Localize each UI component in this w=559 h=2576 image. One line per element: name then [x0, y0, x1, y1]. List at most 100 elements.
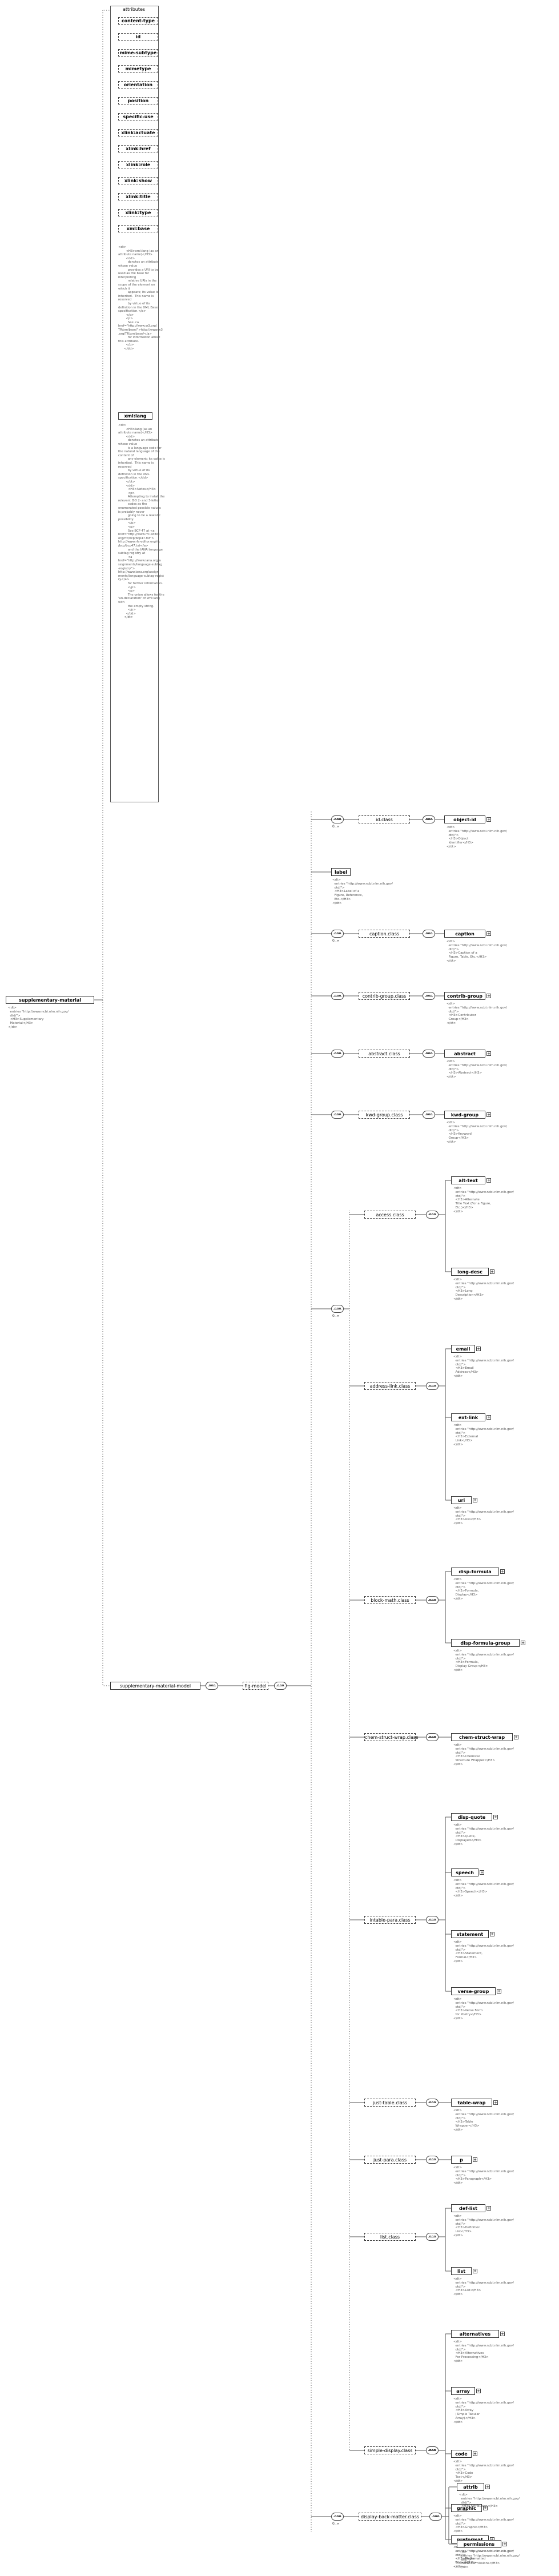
attribute-content-type[interactable]: content-type — [118, 17, 158, 25]
fig-model-box[interactable]: fig-model — [243, 1682, 268, 1690]
group-address-link[interactable]: address-link.class — [364, 1382, 416, 1390]
expand-attrib[interactable]: + — [485, 2485, 490, 2489]
root-element-box[interactable]: supplementary-material — [6, 996, 94, 1004]
element-uri[interactable]: uri — [451, 1496, 472, 1504]
compositor-kwd-group[interactable] — [331, 1111, 344, 1119]
compositor-id-inner[interactable] — [423, 815, 435, 823]
group-contrib-group[interactable]: contrib-group.class — [359, 992, 410, 1000]
group-just-para[interactable]: just-para.class — [364, 2156, 416, 2164]
expand-ext-link[interactable]: + — [486, 1415, 491, 1420]
group-block-math[interactable]: block-math.class — [364, 1596, 416, 1604]
expand-disp-formula[interactable]: + — [500, 1569, 505, 1574]
expand-long-desc[interactable]: + — [490, 1269, 494, 1274]
compositor-caption-inner[interactable] — [423, 930, 435, 938]
compositor-block-math[interactable] — [426, 1596, 439, 1604]
expand-p[interactable]: + — [473, 2157, 477, 2162]
attribute-xlink-show[interactable]: xlink:show — [118, 177, 158, 184]
group-just-table[interactable]: just-table.class — [364, 2099, 416, 2107]
group-chem-struct-wrap[interactable]: chem-struct-wrap.class — [364, 1733, 418, 1741]
attribute-xlink-role[interactable]: xlink:role — [118, 161, 158, 168]
compositor-kwd-group-inner[interactable] — [423, 1111, 435, 1119]
expand-object-id[interactable]: + — [486, 817, 491, 822]
compositor-simple-display[interactable] — [426, 2446, 439, 2454]
attribute-position[interactable]: position — [118, 97, 158, 105]
compositor-display-back-matter[interactable] — [331, 2513, 344, 2521]
compositor-address-link[interactable] — [426, 1382, 439, 1390]
expand-contrib-group[interactable]: + — [486, 994, 491, 998]
compositor-abstract-inner[interactable] — [423, 1050, 435, 1058]
element-alternatives[interactable]: alternatives — [451, 2330, 499, 2338]
element-array[interactable]: array — [451, 2387, 475, 2395]
compositor-contrib-group-inner[interactable] — [423, 992, 435, 1000]
expand-speech[interactable]: + — [480, 1870, 484, 1875]
attribute-xml-base[interactable]: xml:base — [118, 225, 158, 232]
group-intable-para[interactable]: intable-para.class — [364, 1916, 416, 1924]
element-attrib[interactable]: attrib — [457, 2483, 484, 2491]
choice-compositor-main[interactable] — [331, 1305, 344, 1313]
element-abstract[interactable]: abstract — [444, 1050, 485, 1058]
attribute-xml-lang[interactable]: xml:lang — [118, 412, 152, 420]
expand-table-wrap[interactable]: + — [493, 2100, 498, 2105]
element-label[interactable]: label — [331, 868, 351, 876]
expand-disp-formula-group[interactable]: + — [521, 1641, 525, 1645]
compositor-contrib-group[interactable] — [331, 992, 344, 1000]
compositor-abstract[interactable] — [331, 1050, 344, 1058]
expand-verse-group[interactable]: + — [497, 1989, 501, 1994]
element-object-id[interactable]: object-id — [444, 815, 485, 823]
attribute-mimetype[interactable]: mimetype — [118, 65, 158, 73]
group-caption[interactable]: caption.class — [359, 930, 410, 938]
element-speech[interactable]: speech — [451, 1868, 478, 1876]
element-kwd-group[interactable]: kwd-group — [444, 1111, 485, 1119]
element-statement[interactable]: statement — [451, 1930, 489, 1938]
expand-permissions[interactable]: + — [502, 2542, 507, 2546]
expand-code[interactable]: + — [473, 2452, 477, 2456]
expand-alternatives[interactable]: + — [500, 2332, 505, 2336]
attribute-mime-subtype[interactable]: mime-subtype — [118, 49, 158, 57]
element-ext-link[interactable]: ext-link — [451, 1413, 485, 1421]
element-code[interactable]: code — [451, 2450, 472, 2458]
group-kwd-group[interactable]: kwd-group.class — [359, 1111, 410, 1119]
attribute-orientation[interactable]: orientation — [118, 81, 158, 89]
expand-list[interactable]: + — [473, 2269, 477, 2273]
compositor-just-para[interactable] — [426, 2156, 439, 2164]
sequence-compositor-model[interactable] — [206, 1682, 218, 1690]
attribute-xlink-title[interactable]: xlink:title — [118, 193, 158, 200]
element-graphic[interactable]: graphic — [451, 2504, 482, 2512]
attribute-xlink-actuate[interactable]: xlink:actuate — [118, 129, 158, 136]
element-table-wrap[interactable]: table-wrap — [451, 2099, 492, 2107]
group-id[interactable]: id.class — [359, 815, 410, 823]
expand-array[interactable]: + — [476, 2389, 481, 2393]
compositor-just-table[interactable] — [426, 2099, 439, 2107]
element-contrib-group[interactable]: contrib-group — [444, 992, 485, 1000]
compositor-list[interactable] — [426, 2233, 439, 2241]
expand-chem-struct-wrap[interactable]: + — [514, 1735, 518, 1739]
element-email[interactable]: email — [451, 1345, 475, 1353]
element-disp-formula-group[interactable]: disp-formula-group — [451, 1639, 520, 1647]
element-list[interactable]: list — [451, 2267, 472, 2275]
group-display-back-matter[interactable]: display-back-matter.class — [359, 2513, 421, 2521]
expand-abstract[interactable]: + — [486, 1051, 491, 1056]
element-disp-formula[interactable]: disp-formula — [451, 1568, 499, 1576]
compositor-chem-struct-wrap[interactable] — [426, 1733, 439, 1741]
element-alt-text[interactable]: alt-text — [451, 1176, 485, 1184]
expand-email[interactable]: + — [476, 1347, 481, 1351]
sequence-compositor-fig[interactable] — [274, 1682, 287, 1690]
expand-uri[interactable]: + — [473, 1498, 477, 1502]
expand-def-list[interactable]: + — [486, 2206, 491, 2211]
group-access[interactable]: access.class — [364, 1211, 416, 1219]
attribute-xlink-href[interactable]: xlink:href — [118, 145, 158, 152]
element-p[interactable]: p — [451, 2156, 472, 2164]
element-disp-quote[interactable]: disp-quote — [451, 1813, 492, 1821]
element-caption[interactable]: caption — [444, 930, 485, 938]
group-list[interactable]: list.class — [364, 2233, 416, 2241]
expand-caption[interactable]: + — [486, 931, 491, 936]
expand-alt-text[interactable]: + — [486, 1178, 491, 1183]
element-long-desc[interactable]: long-desc — [451, 1268, 489, 1276]
compositor-id[interactable] — [331, 815, 344, 823]
expand-disp-quote[interactable]: + — [493, 1815, 498, 1819]
element-verse-group[interactable]: verse-group — [451, 1987, 496, 1995]
expand-statement[interactable]: + — [490, 1932, 494, 1936]
compositor-display-back-matter-inner[interactable] — [429, 2513, 442, 2521]
element-chem-struct-wrap[interactable]: chem-struct-wrap — [451, 1733, 513, 1741]
model-group-box[interactable]: supplementary-material-model — [110, 1682, 200, 1690]
